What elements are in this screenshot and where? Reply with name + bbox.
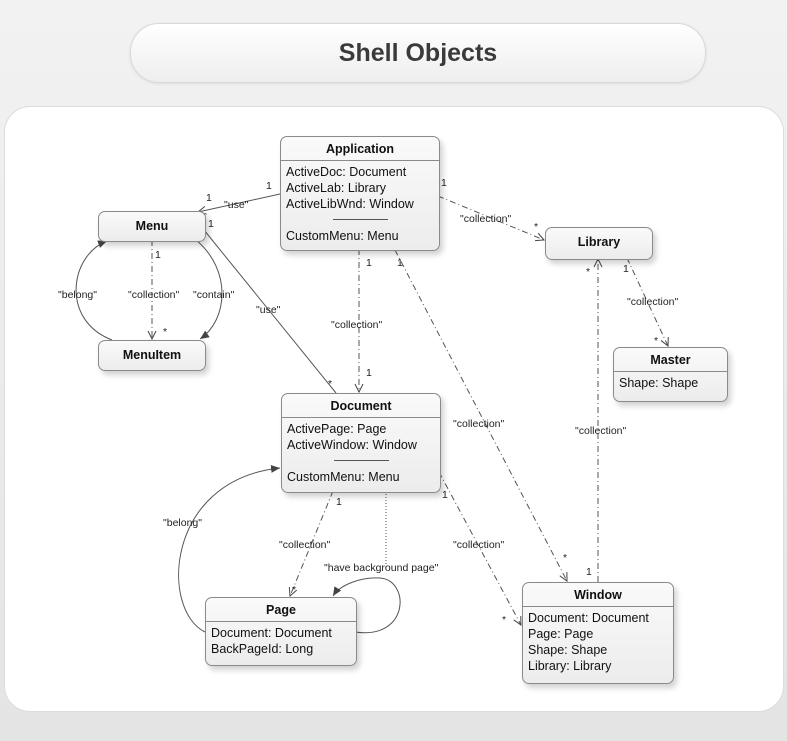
class-name: Application: [281, 137, 439, 161]
edge-document-window: [438, 471, 521, 625]
mult: *: [502, 614, 506, 626]
edge-app-menu: [198, 193, 281, 212]
class-page[interactable]: Page Document: Document BackPageId: Long: [205, 597, 357, 666]
attribute: Document: Document: [211, 626, 332, 640]
class-menu[interactable]: Menu: [98, 211, 206, 242]
class-name: Menu: [135, 219, 169, 233]
edge-app-library: [437, 195, 544, 240]
attribute: ActiveWindow: Window: [287, 438, 417, 452]
mult: 1: [266, 180, 272, 192]
class-library[interactable]: Library: [545, 227, 653, 260]
mult: *: [586, 266, 590, 278]
edge-page-belong: [178, 464, 281, 633]
edge-label: "collection": [627, 296, 679, 308]
class-name: Master: [614, 348, 727, 372]
attribute: Library: Library: [528, 659, 612, 673]
mult: 1: [441, 177, 447, 189]
attribute: Document: Document: [528, 611, 649, 625]
class-name: Library: [577, 235, 621, 249]
mult: 1: [366, 367, 372, 379]
mult: *: [328, 378, 332, 390]
edge-label: "contain": [193, 289, 235, 301]
edge-label: "have background page": [324, 562, 439, 574]
divider: [332, 219, 388, 220]
class-name: MenuItem: [122, 348, 182, 362]
diagram-title-banner: Shell Objects: [130, 23, 706, 83]
edge-label: "collection": [279, 539, 331, 551]
edge-app-window: [394, 249, 567, 581]
mult: *: [654, 335, 658, 347]
class-window[interactable]: Window Document: Document Page: Page Sha…: [522, 582, 674, 684]
class-application[interactable]: Application ActiveDoc: Document ActiveLa…: [280, 136, 440, 251]
edge-label: "belong": [58, 289, 97, 301]
edge-label: "collection": [575, 425, 627, 437]
mult: *: [534, 221, 538, 233]
attribute: ActiveLibWnd: Window: [286, 197, 414, 211]
class-master[interactable]: Master Shape: Shape: [613, 347, 728, 402]
mult: 1: [442, 489, 448, 501]
attribute: ActiveLab: Library: [286, 181, 387, 195]
edge-label: "collection": [331, 319, 383, 331]
mult: 1: [208, 218, 214, 230]
operation: CustomMenu: Menu: [287, 470, 400, 484]
divider: [333, 460, 389, 461]
mult: 1: [623, 263, 629, 275]
class-menuitem[interactable]: MenuItem: [98, 340, 206, 371]
diagram-title: Shell Objects: [338, 38, 498, 67]
class-name: Page: [206, 598, 356, 622]
mult: *: [292, 584, 296, 596]
class-document[interactable]: Document ActivePage: Page ActiveWindow: …: [281, 393, 441, 493]
mult: 1: [155, 249, 161, 261]
edge-library-master: [626, 257, 668, 346]
mult: *: [163, 326, 167, 338]
attribute: Shape: Shape: [619, 376, 699, 390]
edge-page-background: [332, 577, 401, 634]
class-name: Document: [282, 394, 440, 418]
edge-label: "collection": [453, 539, 505, 551]
edge-label: "use": [256, 304, 281, 316]
edge-document-page: [290, 490, 334, 596]
class-name: Window: [523, 583, 673, 607]
attribute: ActivePage: Page: [287, 422, 387, 436]
edge-menu-document: [203, 229, 337, 394]
mult: 1: [206, 192, 212, 204]
edge-label: "collection": [128, 289, 180, 301]
edge-label: "use": [224, 199, 249, 211]
edge-label: "collection": [453, 418, 505, 430]
attribute: Shape: Shape: [528, 643, 608, 657]
attribute: Page: Page: [528, 627, 594, 641]
mult: 1: [366, 257, 372, 269]
edge-menuitem-belong: [75, 240, 113, 341]
edge-label: "belong": [163, 517, 202, 529]
attribute: BackPageId: Long: [211, 642, 314, 656]
operation: CustomMenu: Menu: [286, 229, 399, 243]
attribute: ActiveDoc: Document: [286, 165, 407, 179]
mult: *: [563, 552, 567, 564]
mult: 1: [397, 257, 403, 269]
edge-menu-contain: [195, 239, 223, 340]
mult: 1: [336, 496, 342, 508]
edge-label: "collection": [460, 213, 512, 225]
mult: 1: [586, 566, 592, 578]
